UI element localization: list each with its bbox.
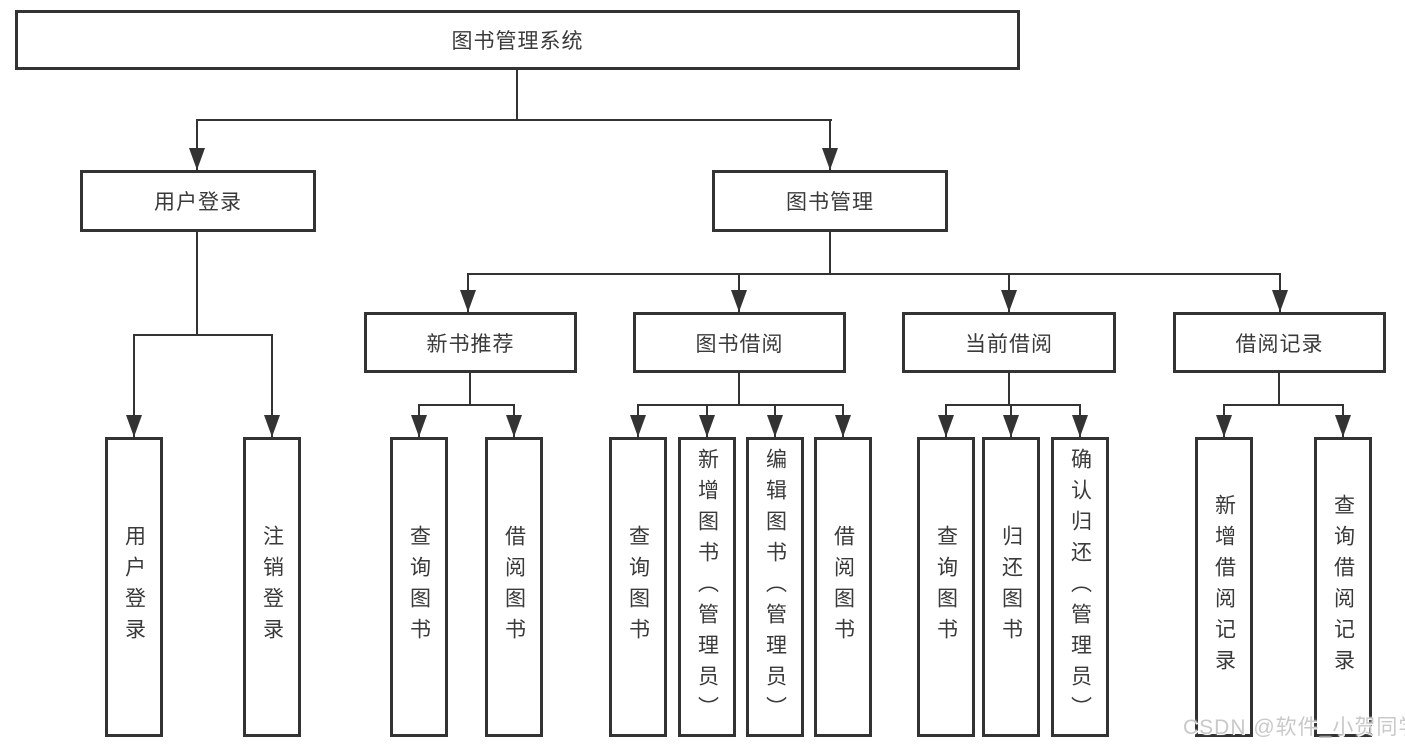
leaf-borrow-edit-book-admin: 编辑图书（管理员） xyxy=(746,437,804,737)
arrowhead-down-icon xyxy=(1001,290,1017,312)
arrowhead-down-icon xyxy=(126,415,142,437)
node-borrow-records-label: 借阅记录 xyxy=(1235,332,1324,356)
connector-line xyxy=(469,373,471,405)
leaf-current-query-book: 查询图书 xyxy=(917,437,975,737)
leaf-records-add-record-label: 新增借阅记录 xyxy=(1212,494,1236,680)
leaf-current-return-book: 归还图书 xyxy=(982,437,1040,737)
leaf-newbook-query-book: 查询图书 xyxy=(390,437,448,737)
node-book-management-label: 图书管理 xyxy=(786,191,874,214)
leaf-userlogin-logout: 注销登录 xyxy=(243,437,301,737)
leaf-records-query-record-label: 查询借阅记录 xyxy=(1331,494,1355,680)
arrowhead-down-icon xyxy=(1003,415,1019,437)
arrowhead-down-icon xyxy=(189,148,205,170)
leaf-current-return-book-label: 归还图书 xyxy=(999,525,1023,649)
arrowhead-down-icon xyxy=(731,290,747,312)
connector-line xyxy=(516,70,518,120)
leaf-borrow-borrow-book-label: 借阅图书 xyxy=(831,525,855,649)
node-book-borrow: 图书借阅 xyxy=(633,312,846,373)
connector-line xyxy=(196,119,198,170)
arrowhead-down-icon xyxy=(1272,290,1288,312)
connector-line xyxy=(945,404,1081,406)
node-user-login-label: 用户登录 xyxy=(154,191,242,214)
node-root: 图书管理系统 xyxy=(15,10,1020,70)
leaf-borrow-add-book-admin-label: 新增图书（管理员） xyxy=(695,447,719,727)
node-borrow-records: 借阅记录 xyxy=(1173,312,1386,373)
leaf-borrow-add-book-admin: 新增图书（管理员） xyxy=(678,437,736,737)
arrowhead-down-icon xyxy=(938,415,954,437)
leaf-newbook-query-book-label: 查询图书 xyxy=(407,525,431,649)
leaf-borrow-query-book: 查询图书 xyxy=(609,437,667,737)
arrowhead-down-icon xyxy=(699,415,715,437)
connector-line xyxy=(133,334,135,437)
arrowhead-down-icon xyxy=(1216,415,1232,437)
arrowhead-down-icon xyxy=(630,415,646,437)
arrowhead-down-icon xyxy=(1072,415,1088,437)
leaf-newbook-borrow-book: 借阅图书 xyxy=(485,437,543,737)
connector-line xyxy=(1278,373,1280,405)
arrowhead-down-icon xyxy=(506,415,522,437)
leaf-userlogin-login: 用户登录 xyxy=(105,437,163,737)
leaf-records-add-record: 新增借阅记录 xyxy=(1195,437,1253,737)
node-current-borrow: 当前借阅 xyxy=(902,312,1116,373)
node-user-login: 用户登录 xyxy=(80,170,316,232)
leaf-userlogin-logout-label: 注销登录 xyxy=(260,525,284,649)
connector-line xyxy=(1223,404,1344,406)
node-new-book-recommend: 新书推荐 xyxy=(364,312,577,373)
connector-line xyxy=(133,334,273,336)
arrowhead-down-icon xyxy=(411,415,427,437)
connector-line xyxy=(829,232,831,274)
connector-line xyxy=(271,334,273,437)
leaf-userlogin-login-label: 用户登录 xyxy=(122,525,146,649)
arrowhead-down-icon xyxy=(767,415,783,437)
leaf-current-confirm-return-admin-label: 确认归还（管理员） xyxy=(1068,447,1092,727)
leaf-borrow-edit-book-admin-label: 编辑图书（管理员） xyxy=(763,447,787,727)
arrowhead-down-icon xyxy=(1335,415,1351,437)
leaf-current-query-book-label: 查询图书 xyxy=(934,525,958,649)
connector-line xyxy=(418,404,515,406)
connector-line xyxy=(196,232,198,335)
connector-line xyxy=(467,273,1281,275)
connector-line xyxy=(637,404,844,406)
leaf-borrow-query-book-label: 查询图书 xyxy=(626,525,650,649)
node-book-management: 图书管理 xyxy=(712,170,948,232)
connector-line xyxy=(1008,373,1010,405)
connector-line xyxy=(738,373,740,405)
node-book-borrow-label: 图书借阅 xyxy=(695,332,784,356)
leaf-borrow-borrow-book: 借阅图书 xyxy=(814,437,872,737)
csdn-watermark: CSDN @软件_小贺同学 xyxy=(1183,716,1405,739)
node-current-borrow-label: 当前借阅 xyxy=(965,332,1053,356)
arrowhead-down-icon xyxy=(264,415,280,437)
connector-line xyxy=(196,119,832,121)
arrowhead-down-icon xyxy=(822,148,838,170)
node-new-book-recommend-label: 新书推荐 xyxy=(426,332,515,356)
arrowhead-down-icon xyxy=(460,290,476,312)
connector-line xyxy=(829,119,831,170)
leaf-newbook-borrow-book-label: 借阅图书 xyxy=(502,525,526,649)
arrowhead-down-icon xyxy=(835,415,851,437)
leaf-current-confirm-return-admin: 确认归还（管理员） xyxy=(1051,437,1109,737)
leaf-records-query-record: 查询借阅记录 xyxy=(1314,437,1372,737)
node-root-label: 图书管理系统 xyxy=(451,30,584,53)
